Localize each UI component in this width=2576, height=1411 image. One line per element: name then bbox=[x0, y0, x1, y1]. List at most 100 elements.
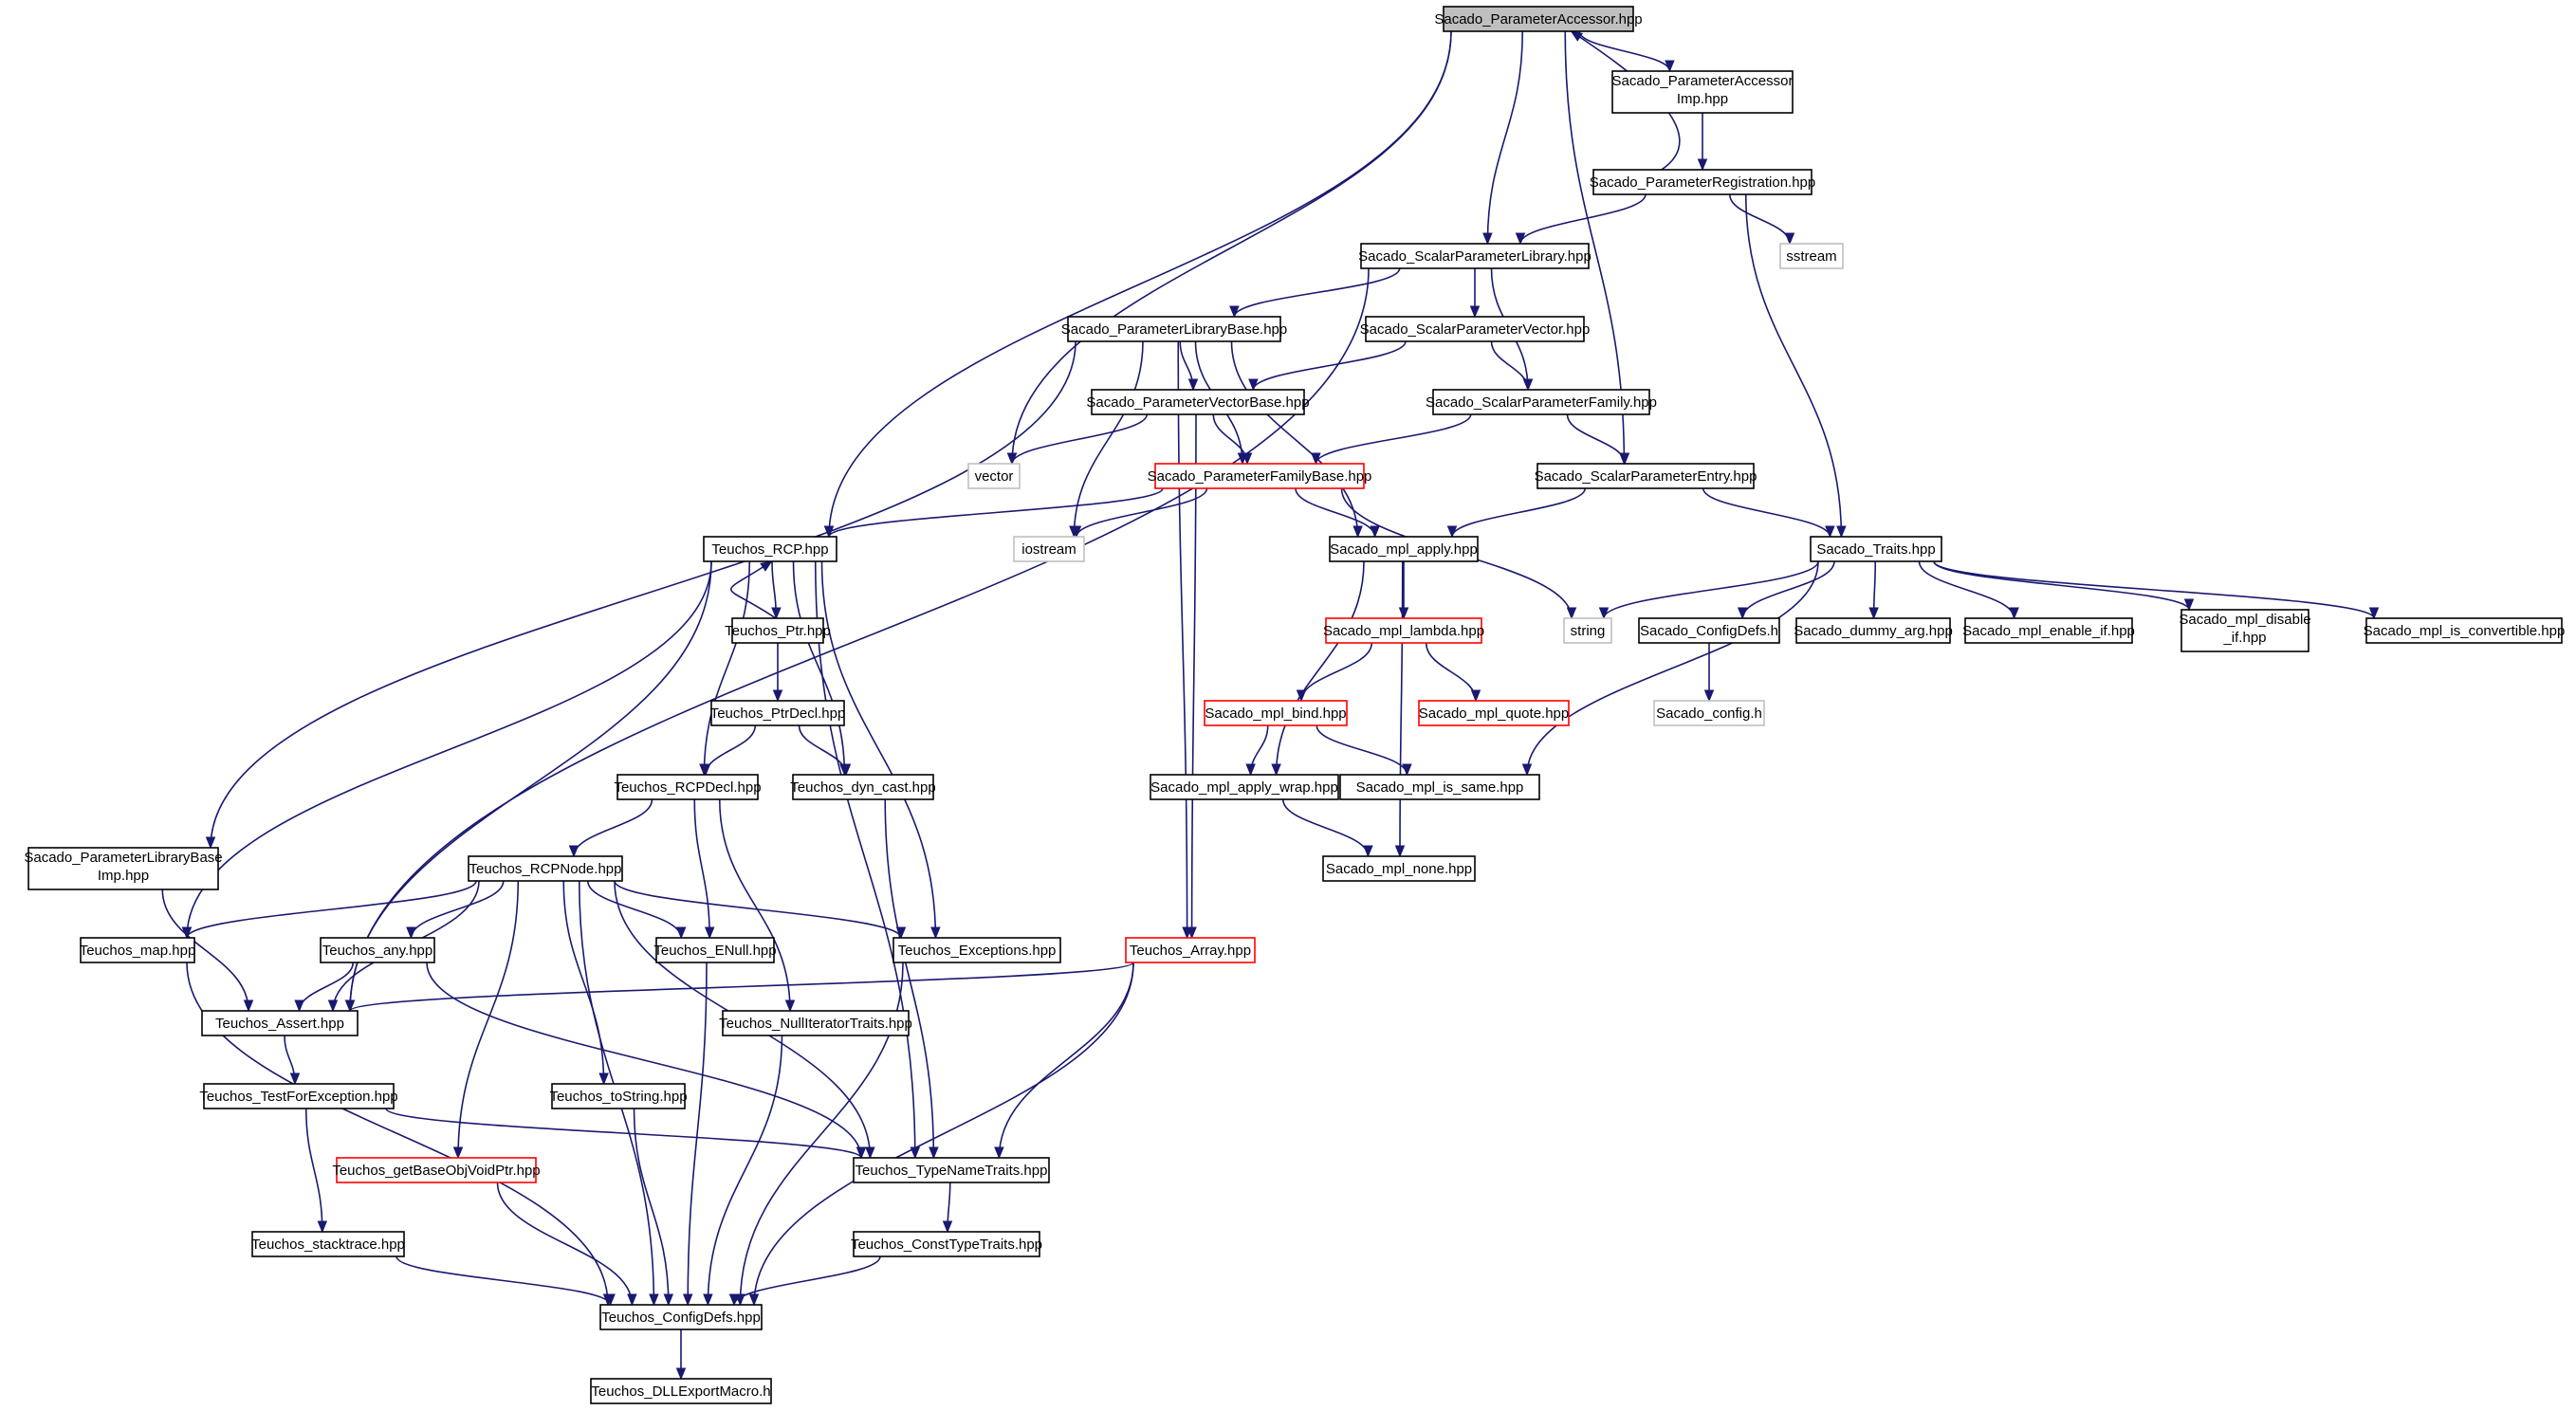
node-label: string bbox=[1571, 623, 1606, 639]
node-smwrap[interactable]: Sacado_mpl_apply_wrap.hpp bbox=[1150, 774, 1339, 800]
node-sconfig[interactable]: Sacado_config.h bbox=[1653, 700, 1765, 726]
node-label: Teuchos_any.hpp bbox=[322, 943, 432, 959]
node-tenull[interactable]: Teuchos_ENull.hpp bbox=[653, 937, 777, 963]
edge-straits-to-smsame bbox=[1526, 560, 1819, 776]
node-tany[interactable]: Teuchos_any.hpp bbox=[320, 937, 435, 963]
arrowhead bbox=[2009, 607, 2019, 620]
node-tctt[interactable]: Teuchos_ConstTypeTraits.hpp bbox=[851, 1231, 1042, 1257]
node-tgbo[interactable]: Teuchos_getBaseObjVoidPtr.hpp bbox=[332, 1157, 541, 1183]
node-smnone[interactable]: Sacado_mpl_none.hpp bbox=[1322, 855, 1476, 882]
node-ttostr[interactable]: Teuchos_toString.hpp bbox=[549, 1083, 688, 1109]
node-tptr[interactable]: Teuchos_Ptr.hpp bbox=[725, 617, 831, 644]
node-label: Sacado_dummy_arg.hpp bbox=[1794, 623, 1953, 639]
edge-straits-to-scdefs bbox=[1741, 560, 1835, 619]
edge-smapply-to-smnone bbox=[1399, 560, 1404, 857]
node-straits[interactable]: Sacado_Traits.hpp bbox=[1810, 536, 1942, 562]
node-sspv[interactable]: Sacado_ScalarParameterVector.hpp bbox=[1360, 316, 1591, 342]
edge-smlambda-to-smquote bbox=[1425, 642, 1477, 702]
node-box bbox=[1432, 389, 1650, 415]
node-sspl[interactable]: Sacado_ScalarParameterLibrary.hpp bbox=[1358, 243, 1592, 269]
node-smsame[interactable]: Sacado_mpl_is_same.hpp bbox=[1339, 774, 1540, 800]
node-trcp[interactable]: Teuchos_RCP.hpp bbox=[703, 536, 837, 562]
node-ttfe[interactable]: Teuchos_TestForException.hpp bbox=[199, 1083, 398, 1109]
node-tmap[interactable]: Teuchos_map.hpp bbox=[80, 937, 196, 963]
edge-tarray-to-ttnt bbox=[998, 962, 1134, 1159]
arrowhead bbox=[1187, 926, 1197, 940]
node-tdll[interactable]: Teuchos_DLLExportMacro.h bbox=[590, 1378, 772, 1404]
node-spr[interactable]: Sacado_ParameterRegistration.hpp bbox=[1590, 169, 1815, 195]
node-splb[interactable]: Sacado_ParameterLibraryBase.hpp bbox=[1061, 316, 1287, 342]
arrowhead bbox=[942, 1220, 953, 1234]
node-label: Sacado_ScalarParameterLibrary.hpp bbox=[1358, 248, 1592, 265]
node-tassert[interactable]: Teuchos_Assert.hpp bbox=[201, 1010, 359, 1036]
edge-trcp-to-tdyncast bbox=[792, 560, 846, 776]
node-box bbox=[1067, 316, 1281, 342]
node-tdyncast[interactable]: Teuchos_dyn_cast.hpp bbox=[790, 774, 936, 800]
node-smquote[interactable]: Sacado_mpl_quote.hpp bbox=[1418, 700, 1570, 726]
arrowhead bbox=[1229, 305, 1240, 319]
node-box bbox=[1091, 389, 1305, 415]
node-label: Teuchos_dyn_cast.hpp bbox=[790, 779, 935, 796]
node-spfb[interactable]: Sacado_ParameterFamilyBase.hpp bbox=[1148, 463, 1372, 489]
node-senable[interactable]: Sacado_mpl_enable_if.hpp bbox=[1962, 617, 2135, 644]
node-smapply[interactable]: Sacado_mpl_apply.hpp bbox=[1329, 536, 1479, 562]
node-sspf[interactable]: Sacado_ScalarParameterFamily.hpp bbox=[1426, 389, 1657, 415]
edge-trcp-to-texc bbox=[820, 560, 937, 939]
node-scdefs[interactable]: Sacado_ConfigDefs.h bbox=[1638, 617, 1780, 644]
node-smlambda[interactable]: Sacado_mpl_lambda.hpp bbox=[1323, 617, 1484, 644]
node-string[interactable]: string bbox=[1563, 617, 1612, 644]
node-box bbox=[1611, 70, 1794, 114]
node-label: Teuchos_RCP.hpp bbox=[711, 541, 828, 558]
node-label: Sacado_ParameterAccessor bbox=[1612, 73, 1794, 89]
arrowhead bbox=[1271, 763, 1281, 777]
node-smbind[interactable]: Sacado_mpl_bind.hpp bbox=[1204, 700, 1348, 726]
node-spvb[interactable]: Sacado_ParameterVectorBase.hpp bbox=[1086, 389, 1310, 415]
node-sdummy[interactable]: Sacado_dummy_arg.hpp bbox=[1794, 617, 1953, 644]
node-label: Sacado_mpl_none.hpp bbox=[1326, 861, 1472, 877]
node-trcpnode[interactable]: Teuchos_RCPNode.hpp bbox=[468, 855, 623, 882]
arrowhead bbox=[663, 1293, 674, 1307]
edge-trcp-to-tmap bbox=[186, 560, 712, 939]
node-sstream[interactable]: sstream bbox=[1779, 243, 1844, 269]
node-spa[interactable]: Sacado_ParameterAccessor.hpp bbox=[1434, 6, 1643, 32]
node-sdisable[interactable]: Sacado_mpl_disable_if.hpp bbox=[2179, 609, 2311, 652]
node-iostream[interactable]: iostream bbox=[1013, 536, 1085, 562]
node-box bbox=[722, 1010, 910, 1036]
edge-spa-to-spaimp bbox=[1578, 30, 1671, 72]
node-texc[interactable]: Teuchos_Exceptions.hpp bbox=[892, 937, 1061, 963]
node-box bbox=[1563, 617, 1612, 644]
node-trcpdecl[interactable]: Teuchos_RCPDecl.hpp bbox=[614, 774, 762, 800]
edge-trcpdecl-to-trcpnode bbox=[573, 798, 653, 857]
node-tptrdecl[interactable]: Teuchos_PtrDecl.hpp bbox=[710, 700, 846, 726]
node-sconv[interactable]: Sacado_mpl_is_convertible.hpp bbox=[2364, 617, 2566, 644]
edge-spr-to-straits bbox=[1744, 193, 1843, 538]
node-sspe[interactable]: Sacado_ScalarParameterEntry.hpp bbox=[1535, 463, 1757, 489]
arrowhead bbox=[1515, 232, 1526, 246]
arrowhead bbox=[1370, 525, 1380, 539]
edge-ttfe-to-ttnt bbox=[385, 1108, 862, 1159]
node-box bbox=[892, 937, 1061, 963]
node-ttnt[interactable]: Teuchos_TypeNameTraits.hpp bbox=[853, 1157, 1050, 1183]
edge-spfb-to-trcp bbox=[828, 487, 1164, 538]
node-box bbox=[1325, 617, 1482, 644]
arrowhead bbox=[243, 999, 254, 1013]
node-tarray[interactable]: Teuchos_Array.hpp bbox=[1125, 937, 1256, 963]
node-box bbox=[710, 700, 845, 726]
node-label: Sacado_ParameterLibraryBase bbox=[24, 850, 222, 866]
arrowhead bbox=[728, 1293, 740, 1307]
arrowhead bbox=[1352, 525, 1363, 539]
node-tnullit[interactable]: Teuchos_NullIteratorTraits.hpp bbox=[719, 1010, 912, 1036]
arrowhead bbox=[649, 1293, 659, 1307]
node-tstack[interactable]: Teuchos_stacktrace.hpp bbox=[251, 1231, 405, 1257]
node-vector[interactable]: vector bbox=[967, 463, 1021, 489]
edge-splb-to-smapply bbox=[1230, 340, 1359, 538]
node-box bbox=[1443, 6, 1634, 32]
edge-splb-to-splbimp bbox=[210, 340, 1076, 849]
edge-sspe-to-smapply bbox=[1451, 487, 1587, 538]
node-tcdefs[interactable]: Teuchos_ConfigDefs.hpp bbox=[599, 1304, 763, 1330]
node-label: Teuchos_RCPNode.hpp bbox=[469, 861, 622, 877]
node-box bbox=[251, 1231, 405, 1257]
